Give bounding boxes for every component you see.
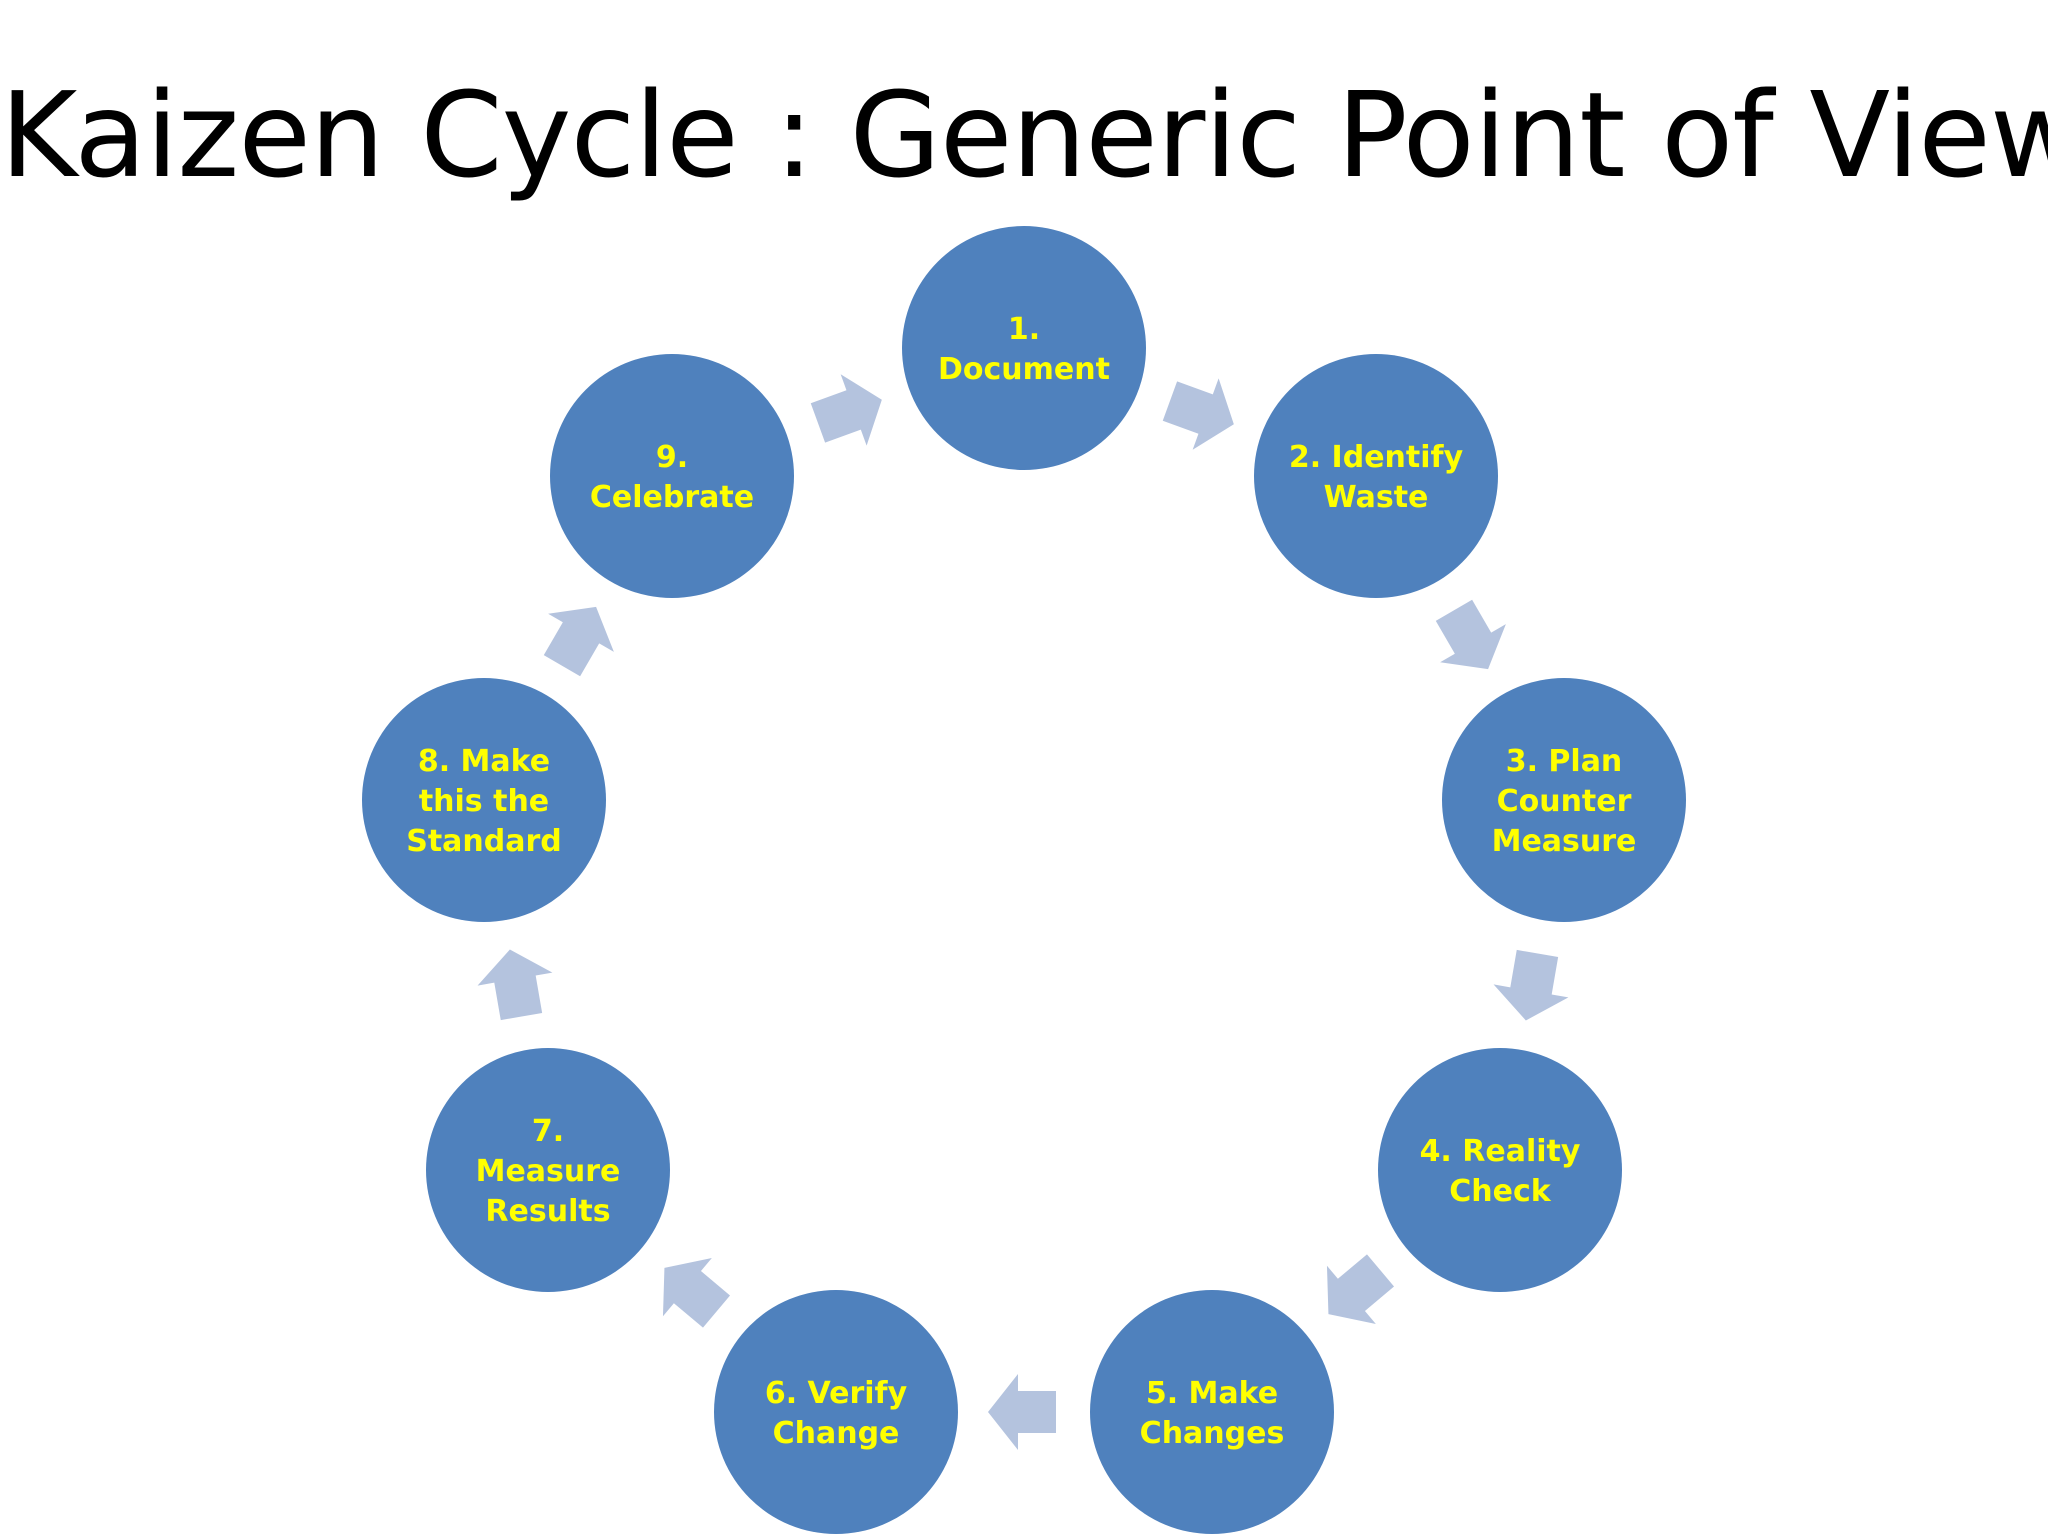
arrow-right-icon <box>477 949 553 1021</box>
step-label-line: 2. Identify <box>1289 440 1464 475</box>
step-label-line: this the <box>419 784 549 819</box>
step-label: 1. Document <box>938 312 1110 387</box>
step-label-line: 8. Make <box>418 744 550 779</box>
step-label-line: Counter <box>1497 784 1632 819</box>
step-label-line: 1. <box>1008 312 1040 347</box>
step-label-line: Waste <box>1324 480 1429 515</box>
step-label-line: Change <box>773 1416 900 1451</box>
step-circle <box>426 1048 670 1292</box>
step-label: 9. Celebrate <box>590 440 754 515</box>
arrow-right-icon <box>662 1258 731 1328</box>
step-label-line: Changes <box>1140 1416 1285 1451</box>
arrow-right-icon <box>1326 1254 1395 1324</box>
step-circle <box>1378 1048 1622 1292</box>
step-label-line: 9. <box>656 440 688 475</box>
step-label-line: 6. Verify <box>765 1376 908 1411</box>
step-label-line: Check <box>1449 1174 1552 1209</box>
arrow-right-icon <box>1435 599 1506 670</box>
step-circle <box>362 678 606 922</box>
step-node-9: 9. Celebrate <box>550 354 794 598</box>
step-circle <box>714 1290 958 1534</box>
step-label-line: 5. Make <box>1146 1376 1278 1411</box>
step-label-line: Measure <box>1492 824 1637 859</box>
step-label-line: 4. Reality <box>1420 1134 1581 1169</box>
step-circle <box>1090 1290 1334 1534</box>
step-node-1: 1. Document <box>902 226 1146 470</box>
step-label-line: 3. Plan <box>1506 744 1623 779</box>
step-circle <box>1442 678 1686 922</box>
step-circle <box>902 226 1146 470</box>
arrow-right-icon <box>543 606 614 677</box>
step-label-line: Measure <box>476 1154 621 1189</box>
arrow-right-icon <box>1162 378 1234 450</box>
arrow-layer <box>477 374 1569 1450</box>
step-label-line: Standard <box>406 824 562 859</box>
step-label-line: 7. <box>532 1114 564 1149</box>
arrow-right-icon <box>1493 949 1569 1021</box>
step-label-line: Celebrate <box>590 480 754 515</box>
slide-title: Kaizen Cycle : Generic Point of View <box>0 66 2048 204</box>
step-label-line: Results <box>485 1194 610 1229</box>
step-label-line: Document <box>938 352 1110 387</box>
step-circle <box>550 354 794 598</box>
arrow-right-icon <box>810 374 882 446</box>
arrow-right-icon <box>988 1374 1056 1450</box>
step-circle <box>1254 354 1498 598</box>
